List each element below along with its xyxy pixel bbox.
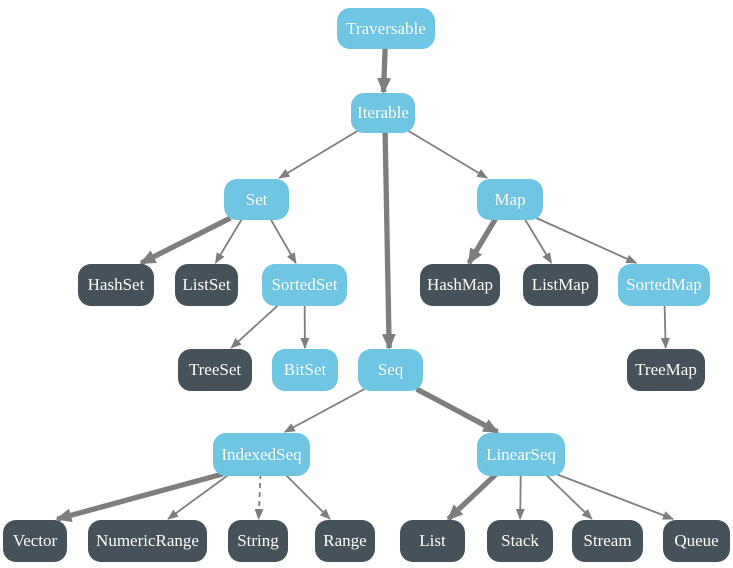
node-treemap: TreeMap: [627, 349, 705, 391]
edge-traversable-iterable: [377, 46, 392, 94]
node-sortedset: SortedSet: [262, 264, 347, 306]
node-range: Range: [315, 520, 375, 562]
node-map: Map: [477, 179, 543, 220]
node-traversable: Traversable: [337, 8, 435, 49]
node-linearseq: LinearSeq: [477, 433, 565, 476]
node-set: Set: [224, 179, 289, 220]
node-string: String: [228, 520, 288, 562]
node-bitset: BitSet: [272, 349, 338, 391]
node-indexedseq: IndexedSeq: [213, 433, 310, 476]
node-listset: ListSet: [175, 264, 238, 306]
node-list: List: [400, 520, 465, 562]
edge-seq-indexedseq: [283, 388, 365, 433]
node-listmap: ListMap: [523, 264, 598, 306]
edge-indexedseq-vector: [55, 471, 224, 523]
edge-linearseq-list: [446, 472, 499, 521]
node-hashmap: HashMap: [420, 264, 500, 306]
node-vector: Vector: [3, 520, 67, 562]
edge-map-hashmap: [466, 216, 499, 265]
edge-linearseq-queue: [555, 473, 674, 520]
edge-seq-linearseq: [415, 386, 500, 435]
edge-set-sortedset: [269, 217, 297, 264]
node-stack: Stack: [487, 520, 553, 562]
node-hashset: HashSet: [78, 264, 154, 306]
node-iterable: Iterable: [351, 93, 415, 133]
node-sortedmap: SortedMap: [618, 264, 710, 306]
edge-map-sortedmap: [536, 217, 638, 264]
edge-iterable-map: [408, 130, 488, 179]
edge-iterable-set: [278, 130, 358, 179]
edge-indexedseq-string: [254, 473, 264, 520]
edge-linearseq-stream: [544, 473, 593, 520]
edge-sortedset-treeset: [230, 303, 281, 349]
edge-set-hashset: [139, 215, 232, 266]
edge-map-listmap: [523, 217, 553, 264]
node-stream: Stream: [572, 520, 643, 562]
node-numericrange: NumericRange: [88, 520, 207, 562]
edge-sortedmap-treemap: [660, 303, 670, 349]
edge-set-listset: [214, 217, 244, 264]
node-queue: Queue: [663, 520, 730, 562]
node-seq: Seq: [358, 349, 423, 391]
node-treeset: TreeSet: [178, 349, 252, 391]
edge-iterable-seq: [381, 130, 396, 350]
edge-indexedseq-range: [284, 473, 331, 520]
edge-linearseq-stack: [515, 473, 525, 520]
edge-indexedseq-numericrange: [167, 473, 231, 520]
